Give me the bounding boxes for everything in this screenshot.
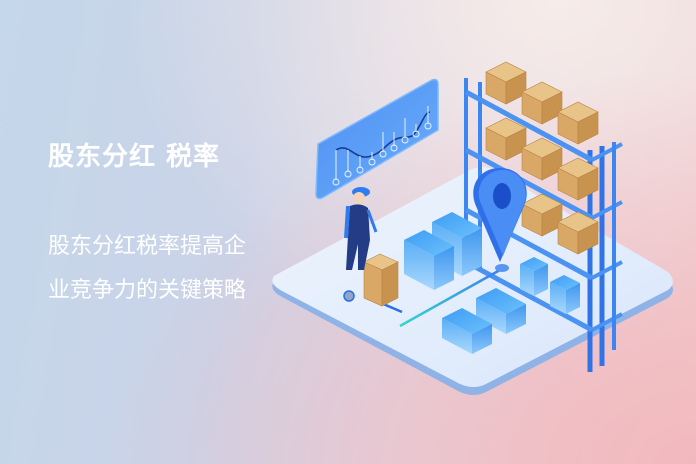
location-pin-icon xyxy=(473,168,527,262)
banner-title: 股东分红 税率 xyxy=(48,142,221,172)
chart-panel xyxy=(315,78,439,200)
subtitle-line-2: 业竞争力的关键策略 xyxy=(48,278,247,303)
blue-cubes xyxy=(404,212,580,354)
route-line xyxy=(399,264,509,328)
subtitle-line-1: 股东分红税率提高企 xyxy=(48,234,247,259)
worker-with-hand-truck xyxy=(343,187,403,314)
banner-subtitle: 股东分红税率提高企 业竞争力的关键策略 xyxy=(48,225,288,313)
cardboard-boxes xyxy=(485,61,599,255)
